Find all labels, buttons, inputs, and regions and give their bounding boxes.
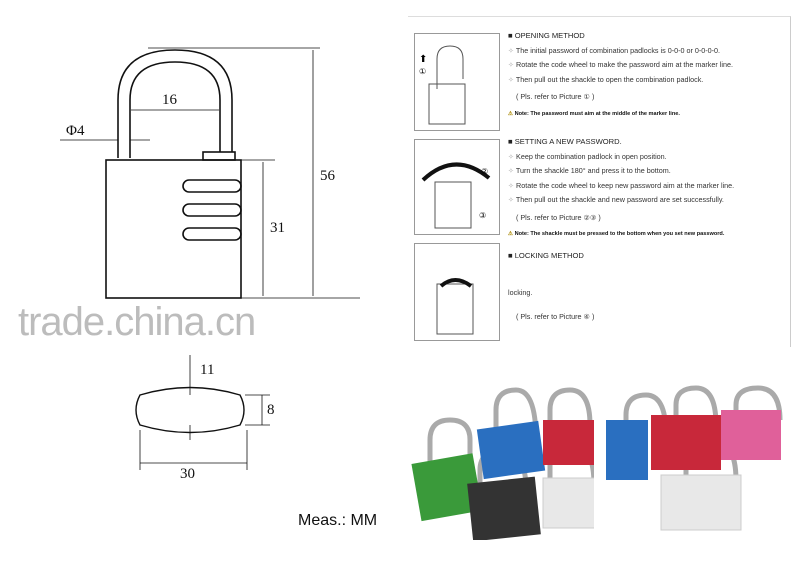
setting-item: Turn the shackle 180° and press it to th… xyxy=(508,164,734,179)
setting-note: Note: The shackle must be pressed to the… xyxy=(508,229,734,239)
opening-note: Note: The password must aim at the middl… xyxy=(508,109,733,119)
opening-item: Then pull out the shackle to open the co… xyxy=(508,73,733,88)
product-photo-right xyxy=(606,380,790,540)
picture-opening: ⬆① xyxy=(414,33,500,131)
svg-text:⬆: ⬆ xyxy=(419,54,427,65)
padlock-dimension-drawing: 16 Φ4 56 31 11 8 30 xyxy=(60,47,360,482)
setting-item: Keep the combination padlock in open pos… xyxy=(508,150,734,165)
opening-item: The initial password of combination padl… xyxy=(508,44,733,59)
dim-shackle-width: 16 xyxy=(162,92,178,108)
opening-title: OPENING METHOD xyxy=(508,29,733,44)
opening-item: Rotate the code wheel to make the passwo… xyxy=(508,58,733,73)
locking-ref: ( Pls. refer to Picture ④ ) xyxy=(516,312,595,321)
picture-locking xyxy=(414,243,500,341)
step-3-label: ③ xyxy=(479,211,486,220)
section-locking: LOCKING METHOD locking. ( Pls. refer to … xyxy=(508,249,594,325)
section-setting: SETTING A NEW PASSWORD. Keep the combina… xyxy=(508,135,735,239)
dim-total-height: 56 xyxy=(320,168,336,184)
instructions-panel: ⬆① ②③ OPENING METHOD The initial passwor… xyxy=(408,16,791,347)
units-label: Meas.: MM xyxy=(298,512,378,529)
step-1-label: ① xyxy=(419,67,426,76)
locking-item: locking. xyxy=(508,287,533,297)
opening-ref: ( Pls. refer to Picture ① ) xyxy=(516,92,595,101)
step-2-label: ② xyxy=(481,167,488,176)
setting-title: SETTING A NEW PASSWORD. xyxy=(508,135,734,150)
dim-body-depth: 11 xyxy=(200,362,214,378)
watermark: trade.china.cn xyxy=(18,300,256,344)
setting-item: Rotate the code wheel to keep new passwo… xyxy=(508,179,734,194)
setting-item: Then pull out the shackle and new passwo… xyxy=(508,193,734,208)
dim-shackle-diameter: Φ4 xyxy=(66,123,85,139)
locking-title: LOCKING METHOD xyxy=(508,249,594,264)
setting-ref: ( Pls. refer to Picture ②③ ) xyxy=(516,212,601,222)
dim-body-width: 30 xyxy=(180,466,195,482)
product-photo-left xyxy=(408,380,594,540)
dim-body-height: 31 xyxy=(270,220,285,236)
dim-shackle-hole: 8 xyxy=(267,402,275,418)
section-opening: OPENING METHOD The initial password of c… xyxy=(508,29,733,119)
